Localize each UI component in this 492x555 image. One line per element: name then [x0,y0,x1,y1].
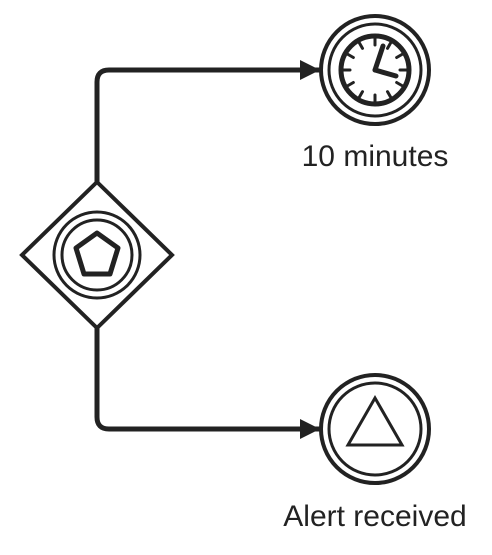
timer-event-label: 10 minutes [302,140,449,173]
clock-tick-mark [386,90,393,100]
signal-event-outer-ring [319,373,431,485]
clock-tick-mark [357,90,364,100]
clock-tick-mark [345,52,355,59]
clock-icon [338,33,412,107]
timer-event[interactable] [319,14,431,126]
timer-event-inner-ring [327,22,423,118]
gateway-diamond-shape [19,179,175,331]
clock-tick-mark [395,81,405,88]
clock-tick-mark [386,40,393,50]
gateway-outer-ring [52,210,142,300]
triangle-icon [345,394,405,447]
sequence-flow-to-signal[interactable] [94,328,320,439]
signal-event-inner-ring [327,381,423,477]
signal-event[interactable] [319,373,431,485]
signal-event-label: Alert received [283,500,466,533]
gateway-inner-ring [60,218,134,292]
clock-tick-mark [395,52,405,59]
event-based-gateway[interactable] [19,179,175,331]
clock-tick-mark [345,81,355,88]
sequence-flow-to-timer[interactable] [94,60,320,182]
pentagon-icon [73,230,121,277]
clock-tick-mark [357,40,364,50]
